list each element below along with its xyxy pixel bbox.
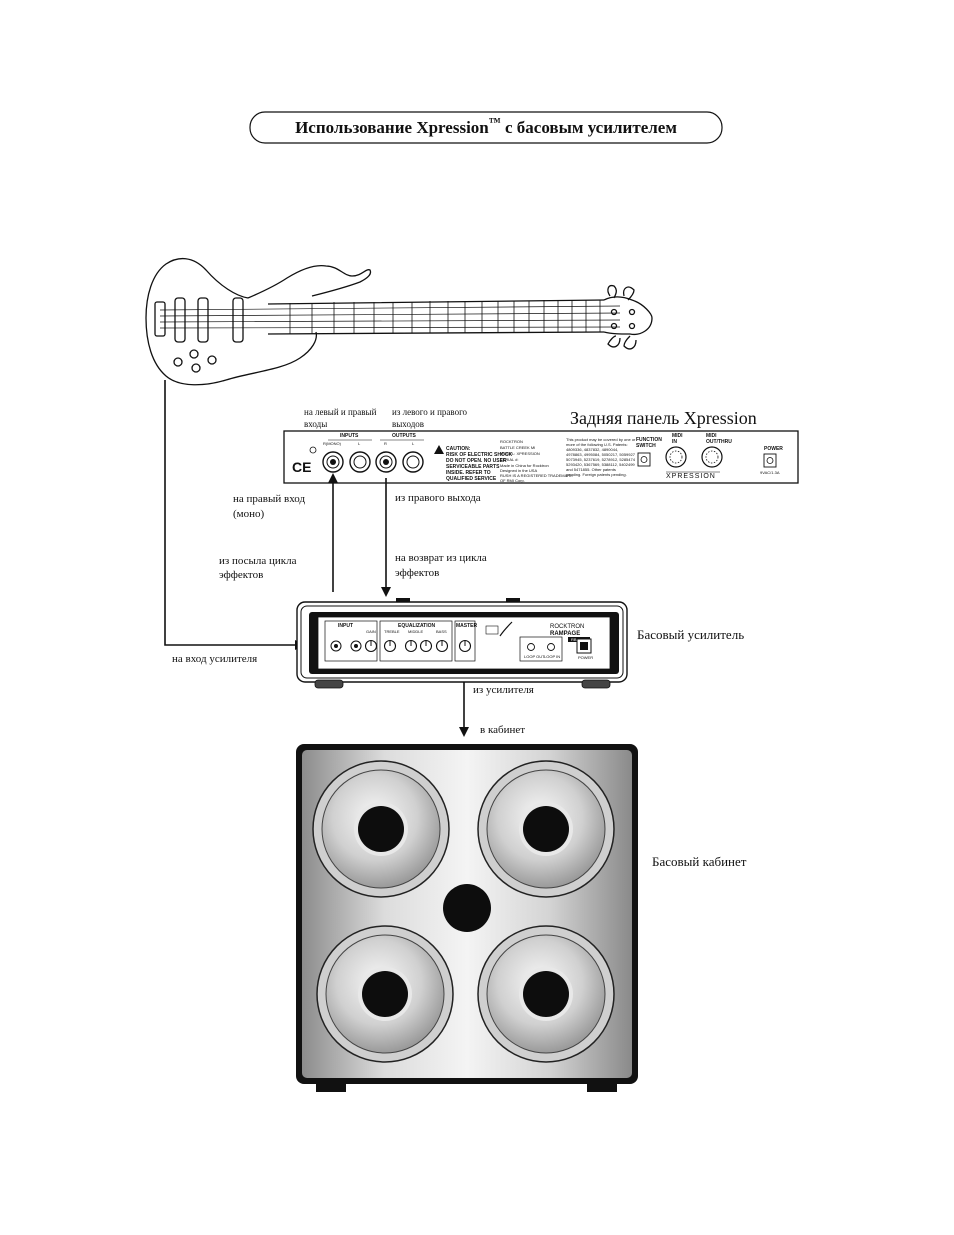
speaker-top-left bbox=[312, 760, 450, 898]
svg-text:L: L bbox=[358, 441, 361, 446]
speaker-bottom-left bbox=[316, 925, 454, 1063]
caution-text: CAUTION: RISK OF ELECTRIC SHOCK DO NOT O… bbox=[446, 446, 514, 482]
middle-knob[interactable] bbox=[404, 639, 418, 653]
knob-icon bbox=[189, 349, 199, 359]
knob-icon bbox=[207, 355, 217, 365]
svg-text:9VAC/1.3A: 9VAC/1.3A bbox=[760, 470, 780, 475]
svg-text:INPUTS: INPUTS bbox=[340, 433, 359, 439]
speaker-dustcap-icon bbox=[523, 806, 569, 852]
svg-text:MIDDLE: MIDDLE bbox=[408, 629, 423, 634]
label-from-outputs: из левого и правого выходов bbox=[392, 407, 469, 429]
amp-input-jack[interactable] bbox=[330, 640, 342, 652]
xpression-rear-panel: CE INPUTS R(MONO) L OUTPUTS R L bbox=[283, 430, 799, 484]
middle-freq-knob[interactable] bbox=[419, 639, 433, 653]
svg-text:POWER: POWER bbox=[578, 655, 593, 660]
bass-cabinet bbox=[296, 744, 638, 1092]
guitar-neck bbox=[267, 299, 605, 335]
speaker-dustcap-icon bbox=[362, 971, 408, 1017]
bass-guitar bbox=[145, 258, 653, 386]
bass-amp: INPUT GAIN EQUALIZATION TREBLE MIDDLE BA… bbox=[296, 598, 628, 689]
speaker-top-right bbox=[477, 760, 615, 898]
label-to-inputs: на левый и правый входы bbox=[304, 407, 379, 429]
pickup-bridge bbox=[174, 297, 186, 343]
amp-foot bbox=[314, 679, 344, 689]
input-left-jack[interactable] bbox=[349, 451, 371, 473]
knob-icon bbox=[173, 357, 183, 367]
svg-text:R(MONO): R(MONO) bbox=[323, 441, 342, 446]
svg-text:OUTPUTS: OUTPUTS bbox=[392, 433, 417, 439]
guitar-body bbox=[145, 258, 318, 386]
title-text: Использование Xpression™ с басовым усили… bbox=[295, 115, 677, 137]
bass-knob[interactable] bbox=[435, 639, 449, 653]
master-knob[interactable] bbox=[458, 639, 472, 653]
xpression-brand: XPRESSION bbox=[666, 473, 716, 480]
tuning-peg-icon bbox=[607, 284, 617, 299]
title-frame bbox=[249, 111, 723, 144]
ce-mark: CE bbox=[292, 459, 311, 475]
tuning-peg-icon bbox=[622, 286, 635, 301]
amp-brand-model: RAMPAGE bbox=[550, 631, 580, 637]
guitar-bridge bbox=[154, 301, 166, 337]
frets bbox=[289, 300, 601, 334]
ground-screw-icon bbox=[309, 446, 317, 454]
label-to-cabinet: в кабинет bbox=[480, 724, 525, 736]
output-left-jack[interactable] bbox=[402, 451, 424, 473]
manufacturer-info: ROCKTRON BATTLE CREEK MI MODEL: XPRESSIO… bbox=[500, 439, 574, 483]
amp-logo-icon bbox=[485, 621, 513, 637]
svg-text:LOOP IN: LOOP IN bbox=[544, 654, 560, 659]
amp-input-jack-2[interactable] bbox=[350, 640, 362, 652]
svg-text:BASS: BASS bbox=[436, 629, 447, 634]
gain-knob[interactable] bbox=[364, 639, 378, 653]
bass-port-icon bbox=[443, 884, 491, 932]
midi-in-port[interactable] bbox=[665, 446, 687, 468]
label-to-fx-return: на возврат из цикла эффектов bbox=[395, 552, 490, 579]
output-right-jack[interactable] bbox=[375, 451, 397, 473]
input-right-mono-jack[interactable] bbox=[322, 451, 344, 473]
power-jack[interactable] bbox=[763, 453, 777, 468]
svg-text:GAIN: GAIN bbox=[366, 629, 376, 634]
page-title: Использование Xpression™ с басовым усили… bbox=[249, 111, 723, 144]
rear-panel-heading: Задняя панель Xpression bbox=[570, 408, 757, 428]
pickup-middle bbox=[197, 297, 209, 343]
speaker-dustcap-icon bbox=[358, 806, 404, 852]
knob-icon bbox=[191, 363, 201, 373]
midi-thru-port[interactable] bbox=[701, 446, 723, 468]
amp-foot bbox=[581, 679, 611, 689]
svg-text:EQUALIZATION: EQUALIZATION bbox=[398, 623, 436, 629]
svg-text:R: R bbox=[384, 441, 387, 446]
label-from-fx-send: из посыла цикла эффектов bbox=[219, 555, 299, 581]
svg-text:TREBLE: TREBLE bbox=[384, 629, 400, 634]
treble-knob[interactable] bbox=[383, 639, 397, 653]
warning-triangle-icon bbox=[434, 445, 444, 454]
label-from-right-output: из правого выхода bbox=[395, 492, 481, 504]
guitar-headstock bbox=[603, 296, 653, 336]
svg-text:LOOP OUT: LOOP OUT bbox=[524, 654, 545, 659]
label-from-amp: из усилителя bbox=[473, 684, 534, 696]
footswitch-jack[interactable] bbox=[637, 452, 651, 467]
label-bass-amp: Басовый усилитель bbox=[637, 627, 744, 642]
pickup-neck bbox=[232, 297, 244, 343]
svg-text:MASTER: MASTER bbox=[456, 623, 478, 629]
svg-text:POWER: POWER bbox=[764, 446, 783, 452]
label-to-amp-input: на вход усилителя bbox=[172, 653, 257, 665]
tuning-peg-icon bbox=[607, 335, 621, 348]
svg-text:INPUT: INPUT bbox=[338, 623, 353, 629]
amp-fx-return-jack[interactable] bbox=[547, 643, 555, 651]
guitar-cable bbox=[164, 380, 305, 650]
amp-fx-send-jack[interactable] bbox=[527, 643, 535, 651]
label-to-right-input: на правый вход (моно) bbox=[233, 493, 308, 520]
amp-power-switch[interactable] bbox=[576, 638, 592, 654]
svg-text:L: L bbox=[412, 441, 415, 446]
patent-info: This product may be covered by one or mo… bbox=[566, 437, 637, 477]
speaker-dustcap-icon bbox=[523, 971, 569, 1017]
amp-brand-badge: RB20 bbox=[571, 637, 582, 642]
label-bass-cabinet: Басовый кабинет bbox=[652, 854, 747, 869]
amp-brand-top: ROCKTRON bbox=[550, 624, 584, 630]
tuning-peg-icon bbox=[623, 335, 637, 350]
speaker-bottom-right bbox=[477, 925, 615, 1063]
